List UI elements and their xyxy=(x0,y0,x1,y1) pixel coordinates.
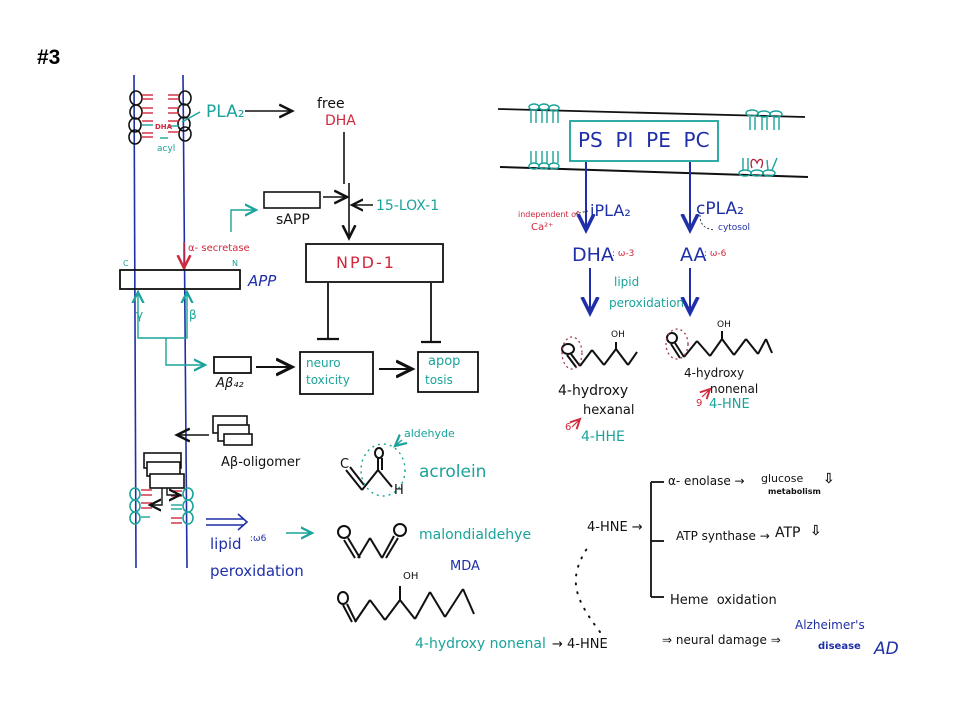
cpla2-label: cPLA₂ xyxy=(696,199,744,219)
phospholipid-box xyxy=(569,120,719,162)
branch-atp: ATP xyxy=(775,525,801,541)
hhe-oh-label: OH xyxy=(611,330,625,340)
app-label: APP xyxy=(248,272,277,290)
npd1-label: NPD-1 xyxy=(336,253,396,272)
abeta42-box xyxy=(213,356,252,374)
branch-heme-oxidation: Heme oxidation xyxy=(670,593,777,608)
hydroxynonenal-structure xyxy=(337,586,475,623)
branch-atp-synthase: ATP synthase → xyxy=(676,529,770,543)
malondialdehyde-structure xyxy=(337,523,407,559)
peroxidation-label: peroxidation xyxy=(210,562,304,580)
alzheimers-label-2: disease xyxy=(818,641,861,652)
lipid-peroxidation-double-arrow xyxy=(206,513,249,531)
dha-label: DHA xyxy=(572,244,614,266)
dha-small-label: DHA xyxy=(155,123,173,131)
ca-label: Ca²⁺ xyxy=(531,222,554,233)
acrolein-h-label: H xyxy=(394,483,404,498)
hne-name-1: 4-hydroxy xyxy=(684,366,745,380)
free-label: free xyxy=(317,96,345,112)
hne-structure xyxy=(665,328,773,360)
hne-abbr-label: 4-HNE xyxy=(709,397,750,412)
peroxidation-right-label: peroxidation xyxy=(609,296,685,310)
omega6-label: :ω6 xyxy=(250,534,267,544)
hne-oh-label: OH xyxy=(403,571,419,582)
right-membrane xyxy=(497,103,809,178)
phospholipid-heads-bottom xyxy=(129,487,194,525)
independent-label: independent of xyxy=(518,210,579,219)
hhe-name-1: 4-hydroxy xyxy=(558,383,629,399)
apoptosis-box xyxy=(417,351,479,393)
beta-label: β xyxy=(189,308,197,322)
neurotoxicity-box xyxy=(299,351,374,395)
15-lox-1-label: 15-LOX-1 xyxy=(376,198,440,214)
hne-carbon-count: 9 xyxy=(696,398,703,409)
ipla2-label: iPLA₂ xyxy=(590,201,631,220)
phospholipid-labels: PS PI PE PC xyxy=(578,128,710,152)
aa-label: AA xyxy=(680,244,707,266)
left-membrane xyxy=(128,74,201,569)
branch-glucose: glucose xyxy=(761,472,804,485)
acrolein-label: acrolein xyxy=(419,462,487,482)
alpha-secretase-label: α- secretase xyxy=(188,243,250,254)
hhe-abbr-label: 4-HHE xyxy=(581,429,625,445)
ad-label: AD xyxy=(874,639,899,659)
hhe-structure xyxy=(561,336,638,370)
apoptosis-label-1: apop xyxy=(428,354,461,369)
slide-number: #3 xyxy=(37,46,61,69)
neural-damage-label: ⇒ neural damage ⇒ xyxy=(662,633,781,647)
apoptosis-label-2: tosis xyxy=(425,373,453,387)
oligomer-in-membrane xyxy=(143,452,185,489)
c-terminus-label: C xyxy=(123,259,129,268)
glucose-down-icon: ⇩ xyxy=(823,471,835,487)
atp-down-icon: ⇩ xyxy=(810,523,822,539)
hhe-carbon-count: 6 xyxy=(565,422,572,433)
sapp-box xyxy=(263,191,321,209)
mda-label: MDA xyxy=(450,559,480,574)
phospholipid-heads-top xyxy=(128,90,192,145)
abeta-oligomer-stack xyxy=(212,415,253,446)
sapp-label: sAPP xyxy=(276,212,310,228)
acrolein-c-label: C xyxy=(340,457,350,472)
gamma-label: γ xyxy=(136,308,144,322)
acyl-label: acyl xyxy=(157,144,176,154)
app-bar xyxy=(119,269,241,290)
neurotoxicity-label-2: toxicity xyxy=(306,373,350,387)
hne-oh-right-label: OH xyxy=(717,320,731,330)
alzheimers-label-1: Alzheimer's xyxy=(795,618,865,632)
abeta-oligomer-label: Aβ-oligomer xyxy=(221,455,301,470)
lipid-right-label: lipid xyxy=(614,275,640,289)
hydroxynonenal-label: 4-hydroxy nonenal xyxy=(415,636,546,652)
acrolein-structure xyxy=(345,440,405,497)
lipid-label: lipid xyxy=(210,535,242,553)
pla2-label: PLA₂ xyxy=(206,102,245,122)
hne-name-2: nonenal xyxy=(710,382,759,396)
omega6-right-label: : ω-6 xyxy=(704,249,727,259)
neurotoxicity-label-1: neuro xyxy=(306,356,341,370)
hne-arrow-label: → 4-HNE xyxy=(552,637,608,652)
omega3-label: : ω-3 xyxy=(612,249,635,259)
n-terminus-label: N xyxy=(232,259,238,268)
malondialdehyde-label: malondialdehye xyxy=(419,527,532,543)
npd1-box xyxy=(305,243,444,283)
branch-metabolism: metabolism xyxy=(768,487,821,496)
dotted-connector xyxy=(574,546,601,633)
hne-branch-bracket xyxy=(650,481,664,598)
free-dha-label: DHA xyxy=(325,113,356,129)
hhe-name-2: hexanal xyxy=(583,403,635,418)
cytosol-label: cytosol xyxy=(718,223,751,233)
aldehyde-note: aldehyde xyxy=(404,427,455,440)
hne-effects-source: 4-HNE → xyxy=(587,520,643,535)
branch-enolase: α- enolase → xyxy=(668,474,745,488)
abeta42-label: Aβ₄₂ xyxy=(216,376,244,391)
